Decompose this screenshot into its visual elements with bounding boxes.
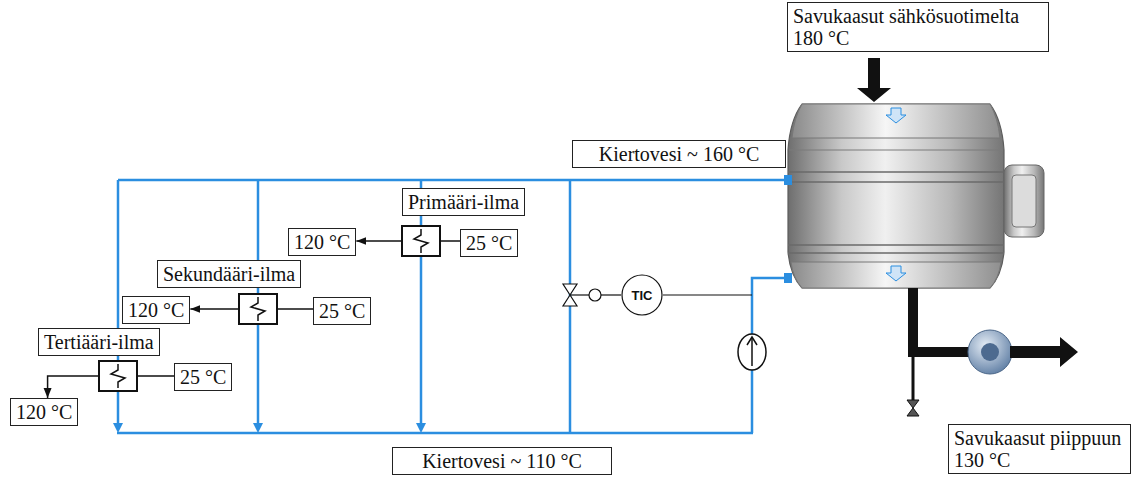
supply-pipe — [118, 179, 790, 182]
heat-exchanger-symbol — [99, 361, 137, 391]
flow-arrowhead — [113, 423, 123, 433]
heat-exchanger-coil — [251, 297, 265, 321]
water-temperature-box: Kiertovesi ~ 160 °C — [572, 140, 786, 168]
gas-flow-arrow — [886, 108, 906, 123]
flow-arrows — [113, 423, 426, 433]
inlet-label-box: Savukaasut sähkösuotimelta 180 °C — [787, 2, 1049, 52]
pipe-nozzle — [784, 273, 792, 283]
air-flow-connector — [190, 308, 313, 310]
node-text: 120 °C — [294, 231, 350, 253]
signal-line — [601, 294, 621, 295]
controller-outline — [622, 275, 662, 315]
air-flow-connector — [48, 376, 174, 398]
flue-gas-fan — [968, 330, 1012, 374]
drum-band — [788, 244, 1004, 246]
fan-hub — [981, 343, 999, 361]
node-text: Sekundääri-ilma — [163, 263, 295, 285]
node-text: 25 °C — [180, 366, 226, 388]
flue-gas-outlet-arrow — [1010, 337, 1078, 367]
node-text: Savukaasut sähkösuotimelta 180 °C — [793, 5, 1043, 49]
flow-arrowhead — [416, 423, 426, 433]
secondary-air-heater — [239, 294, 277, 324]
flue-gas-duct — [913, 288, 970, 352]
node-text: 25 °C — [319, 300, 365, 322]
drum-cap — [791, 262, 1001, 288]
heat-exchanger-coil — [414, 229, 428, 253]
drum-band — [789, 150, 1003, 151]
temperature-box: 25 °C — [174, 363, 232, 391]
node-text: Savukaasut piippuun 130 °C — [954, 427, 1125, 471]
signal-line — [570, 294, 589, 295]
supply-branch — [257, 180, 260, 425]
drum-cap — [792, 104, 1000, 138]
water-temperature-box: Kiertovesi ~ 110 °C — [392, 447, 612, 475]
drum-hatch — [1004, 165, 1044, 237]
heat-exchanger-symbol — [402, 226, 440, 256]
pump-arrow — [747, 337, 757, 345]
heat-exchanger-symbol — [239, 294, 277, 324]
tertiary-air-heater — [99, 361, 137, 391]
temperature-box: 120 °C — [288, 228, 356, 256]
drum-body — [788, 104, 1004, 288]
drum-hatch — [1012, 175, 1036, 227]
temperature-box: 120 °C — [122, 296, 190, 324]
valve-symbol — [563, 284, 577, 295]
connector-group — [48, 241, 460, 398]
pump-arrow — [751, 338, 753, 366]
flow-arrowhead — [253, 423, 263, 433]
drain-valve — [907, 408, 919, 416]
drum-band — [788, 252, 1004, 254]
node-text: TIC — [632, 288, 653, 303]
control-loop — [563, 284, 752, 306]
node-text: 120 °C — [128, 299, 184, 321]
return-pipe — [752, 278, 792, 433]
air-label-box: Tertiääri-ilma — [38, 328, 160, 356]
signal-line — [663, 294, 752, 295]
primary-air-heater — [402, 226, 440, 256]
flue-gas-heat-exchanger — [784, 104, 1044, 288]
supply-branch — [117, 180, 120, 425]
temperature-box: 25 °C — [313, 297, 371, 325]
node-text: 25 °C — [466, 232, 512, 254]
supply-branch — [420, 180, 423, 425]
pump-body — [738, 334, 766, 370]
actuator-symbol — [589, 289, 601, 301]
gas-flow-arrow — [886, 266, 906, 281]
drum-band — [788, 181, 1004, 183]
outlet-label-box: Savukaasut piippuun 130 °C — [948, 424, 1131, 474]
drain-valve — [907, 400, 919, 408]
water-pipes — [117, 180, 792, 433]
temperature-box: 120 °C — [10, 398, 78, 426]
air-flow-connector — [356, 240, 460, 242]
valve-symbol — [563, 295, 577, 306]
node-text: Kiertovesi ~ 160 °C — [578, 143, 780, 165]
temperature-box: 25 °C — [460, 229, 518, 257]
return-pipe — [117, 432, 753, 435]
controller-circle: TIC — [621, 274, 663, 316]
bypass-pipe — [569, 180, 572, 433]
flue-gas-inlet-arrow — [857, 58, 891, 102]
drum-band — [788, 171, 1004, 173]
pipe-nozzle — [784, 175, 792, 185]
air-label-box: Sekundääri-ilma — [157, 260, 301, 288]
flue-gas-outlet — [907, 288, 1078, 416]
air-label-box: Primääri-ilma — [402, 188, 525, 216]
heat-exchanger-coil — [111, 364, 125, 388]
node-text: Kiertovesi ~ 110 °C — [398, 450, 606, 472]
node-text: Primääri-ilma — [408, 191, 519, 213]
drain-pipe — [912, 356, 915, 400]
pump-symbol — [738, 334, 766, 370]
node-text: Tertiääri-ilma — [44, 331, 154, 353]
node-text: 120 °C — [16, 401, 72, 423]
